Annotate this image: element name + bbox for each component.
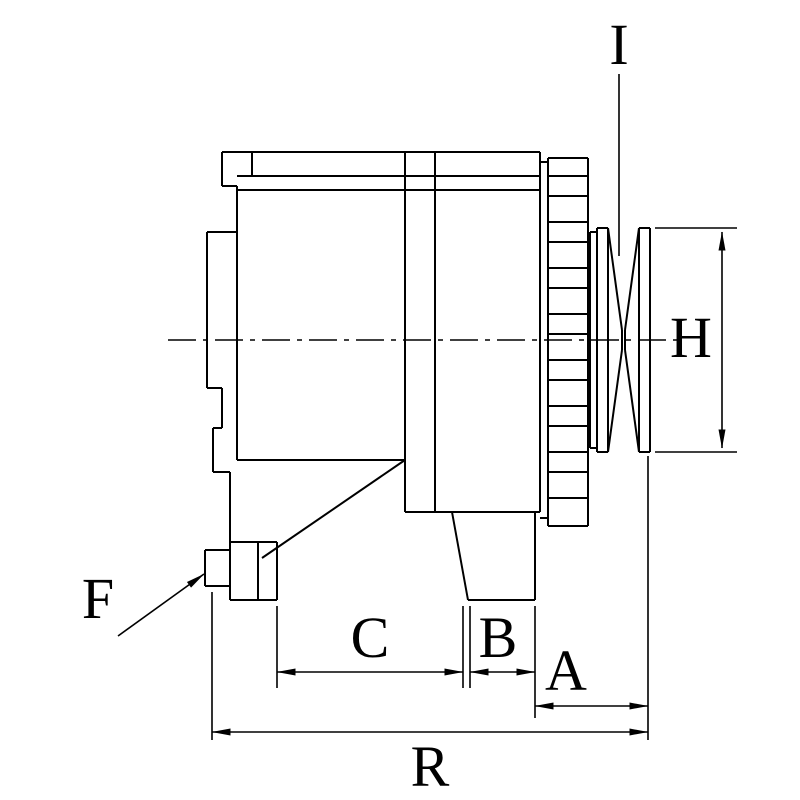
dimension-h [655, 227, 737, 453]
stator-lamination-lines [237, 175, 540, 191]
dimension-r-extension-lines [211, 456, 649, 740]
label-r: R [411, 734, 450, 799]
alternator-body-outline [204, 151, 548, 601]
pulley [589, 227, 651, 453]
label-b: B [479, 605, 518, 670]
dimension-r [211, 456, 649, 740]
label-h: H [670, 305, 712, 370]
label-i: I [609, 12, 628, 77]
fan-ribs [547, 157, 589, 527]
label-a: A [545, 638, 587, 703]
dimension-b [469, 606, 536, 718]
dimension-h-extension-lines [655, 227, 737, 453]
label-f: F [82, 566, 114, 631]
label-c: C [351, 605, 390, 670]
dimension-f-leader-arrow [117, 573, 205, 637]
dimension-c [276, 606, 464, 688]
